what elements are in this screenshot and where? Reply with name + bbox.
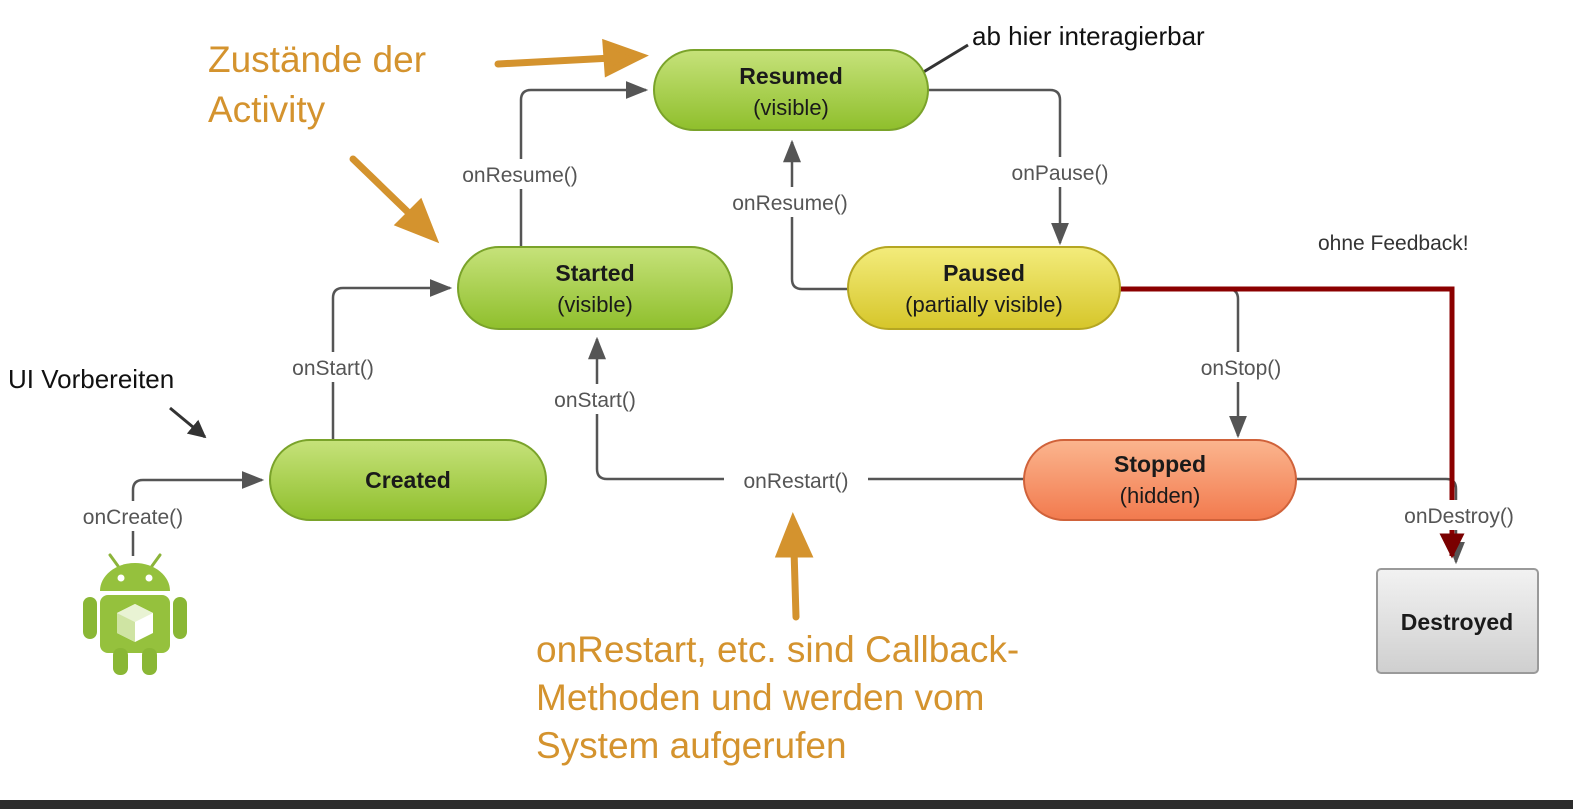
label-onstart-created: onStart() xyxy=(276,352,390,382)
oncreate-connector xyxy=(131,471,265,556)
annotation-states-line2: Activity xyxy=(208,89,326,130)
onresume-back-connector xyxy=(783,139,848,291)
state-stopped: Stopped (hidden) xyxy=(1023,439,1297,521)
state-paused: Paused (partially visible) xyxy=(847,246,1121,330)
svg-text:onRestart(): onRestart() xyxy=(743,470,848,493)
android-robot-icon xyxy=(83,553,187,675)
annotation-arrow-to-started xyxy=(349,155,418,222)
label-ondestroy: onDestroy() xyxy=(1384,500,1534,530)
state-resumed-sub: (visible) xyxy=(753,95,829,120)
bottom-bar xyxy=(0,800,1573,809)
onpause-connector xyxy=(928,88,1069,246)
label-onstart-restart: onStart() xyxy=(538,384,652,414)
svg-text:onStop(): onStop() xyxy=(1201,357,1282,380)
state-stopped-sub: (hidden) xyxy=(1120,483,1201,508)
svg-text:onDestroy(): onDestroy() xyxy=(1404,505,1514,528)
state-started: Started (visible) xyxy=(457,246,733,330)
label-onpause: onPause() xyxy=(993,157,1127,187)
label-onresume-started: onResume() xyxy=(443,159,597,189)
annotation-arrow-prepare-ui xyxy=(169,406,207,439)
svg-text:onPause(): onPause() xyxy=(1012,162,1109,185)
state-stopped-title: Stopped xyxy=(1114,451,1206,477)
state-destroyed: Destroyed xyxy=(1376,568,1539,674)
annotation-callback-line3: System aufgerufen xyxy=(536,725,847,766)
annotation-arrow-to-onrestart xyxy=(790,546,800,621)
svg-text:onResume(): onResume() xyxy=(732,192,848,215)
annotation-interactable: ab hier interagierbar xyxy=(972,21,1205,51)
label-oncreate: onCreate() xyxy=(66,501,200,531)
label-onrestart: onRestart() xyxy=(724,465,868,495)
state-paused-title: Paused xyxy=(943,260,1025,286)
state-started-title: Started xyxy=(555,260,634,286)
onresume-connector xyxy=(519,81,649,247)
state-created: Created xyxy=(269,439,547,521)
annotation-prepare-ui: UI Vorbereiten xyxy=(8,364,174,394)
state-paused-sub: (partially visible) xyxy=(905,292,1063,317)
state-started-sub: (visible) xyxy=(557,292,633,317)
state-destroyed-title: Destroyed xyxy=(1401,609,1513,635)
svg-text:onCreate(): onCreate() xyxy=(83,506,183,529)
annotation-states-line1: Zustände der xyxy=(208,39,426,80)
paused-destroy-red-path xyxy=(1120,286,1465,559)
label-onstop: onStop() xyxy=(1184,352,1298,382)
onrestart-connector xyxy=(588,336,1024,481)
svg-text:onResume(): onResume() xyxy=(462,164,578,187)
label-onresume-paused: onResume() xyxy=(712,187,868,217)
svg-text:onStart(): onStart() xyxy=(292,357,374,380)
state-resumed-title: Resumed xyxy=(739,63,843,89)
svg-text:onStart(): onStart() xyxy=(554,389,636,412)
annotation-no-feedback: ohne Feedback! xyxy=(1318,232,1469,255)
onstart-connector xyxy=(331,279,453,440)
annotation-callback-line2: Methoden und werden vom xyxy=(536,677,984,718)
state-created-title: Created xyxy=(365,467,451,493)
annotation-callback-line1: onRestart, etc. sind Callback- xyxy=(536,629,1019,670)
state-resumed: Resumed (visible) xyxy=(653,49,929,131)
annotation-arrow-to-resumed xyxy=(494,54,616,68)
